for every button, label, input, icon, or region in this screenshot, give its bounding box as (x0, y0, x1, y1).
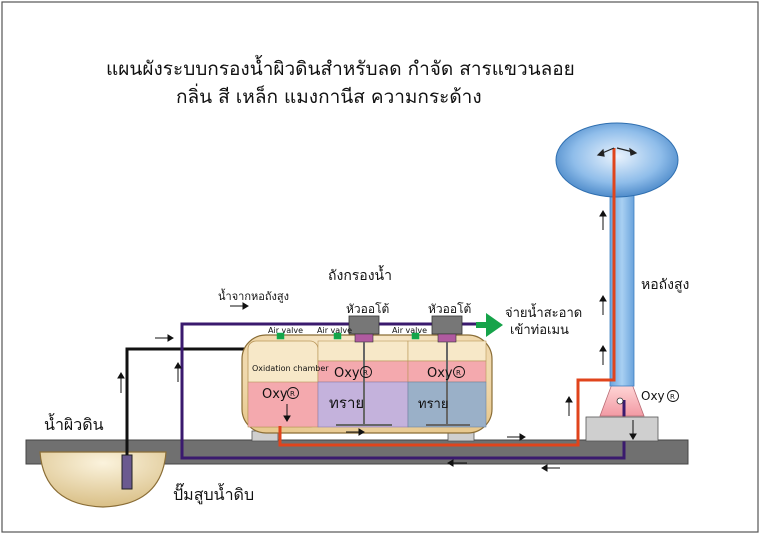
suction-pipe (125, 347, 256, 455)
raw-pump-label: ปั๊มสูบน้ำดิบ (173, 483, 254, 505)
flow-arrows (117, 210, 637, 472)
distribute-label-1: จ่ายน้ำสะอาด (505, 303, 582, 321)
oxy-mark-icon (453, 366, 465, 378)
auto-valve-2-neck (437, 333, 457, 343)
sand-label-1: ทราย (329, 394, 364, 412)
clean-outlet-arrow (486, 313, 503, 337)
auto-head-2-label: หัวออโต้ (428, 302, 471, 316)
spray-arrows (596, 147, 638, 157)
air-valve-2 (333, 332, 342, 340)
auto-valve-1 (348, 315, 380, 335)
sand-label-2: ทราย (418, 397, 448, 412)
auto-head-1-label: หัวออโต้ (346, 302, 389, 316)
air-valve-3-label: Air valve (392, 326, 427, 335)
oxy-mark-icon (360, 366, 372, 378)
raw-water-pump (121, 454, 133, 490)
oxy-label-3: Oxy (427, 366, 453, 381)
oxy-mark-icon (287, 387, 299, 399)
title-line-2: กลิ่น สี เหล็ก แมงกานีส ความกระด้าง (176, 83, 482, 108)
oxy-mark-tower: R (670, 393, 675, 401)
tower-base-block (585, 416, 659, 442)
oxidation-water (247, 381, 319, 428)
air-valve-3 (411, 332, 420, 340)
auto-valve-1-neck (354, 333, 374, 343)
from-tower-label: น้ำจากหอถังสูง (218, 288, 289, 303)
oxy-mark-1: R (290, 390, 295, 398)
filter-tank-label: ถังกรองน้ำ (328, 265, 392, 284)
red-pipe (278, 148, 616, 447)
oxy-tower-label: Oxy (641, 389, 665, 403)
surface-water-label: น้ำผิวดิน (44, 413, 104, 434)
tower-inlet-node (616, 397, 624, 405)
air-valve-1 (276, 332, 285, 340)
oxy-mark-2: R (363, 369, 368, 377)
air-valve-2-label: Air valve (317, 326, 352, 335)
elevated-tank (555, 122, 679, 198)
oxy-label-2: Oxy (334, 366, 360, 381)
oxidation-chamber-label: Oxidation chamber (252, 364, 329, 373)
oxy-label-1: Oxy (262, 387, 288, 402)
air-valve-1-label: Air valve (268, 326, 303, 335)
title-line-1: แผนผังระบบกรองน้ำผิวดินสำหรับลด กำจัด สา… (106, 55, 575, 80)
high-tower-label: หอถังสูง (641, 277, 689, 293)
distribute-label-2: เข้าท่อเมน (510, 323, 569, 338)
auto-valve-2 (431, 315, 463, 335)
oxy-mark-3: R (456, 369, 461, 377)
surface-water-pond (39, 451, 167, 508)
oxy-mark-icon (667, 390, 679, 402)
